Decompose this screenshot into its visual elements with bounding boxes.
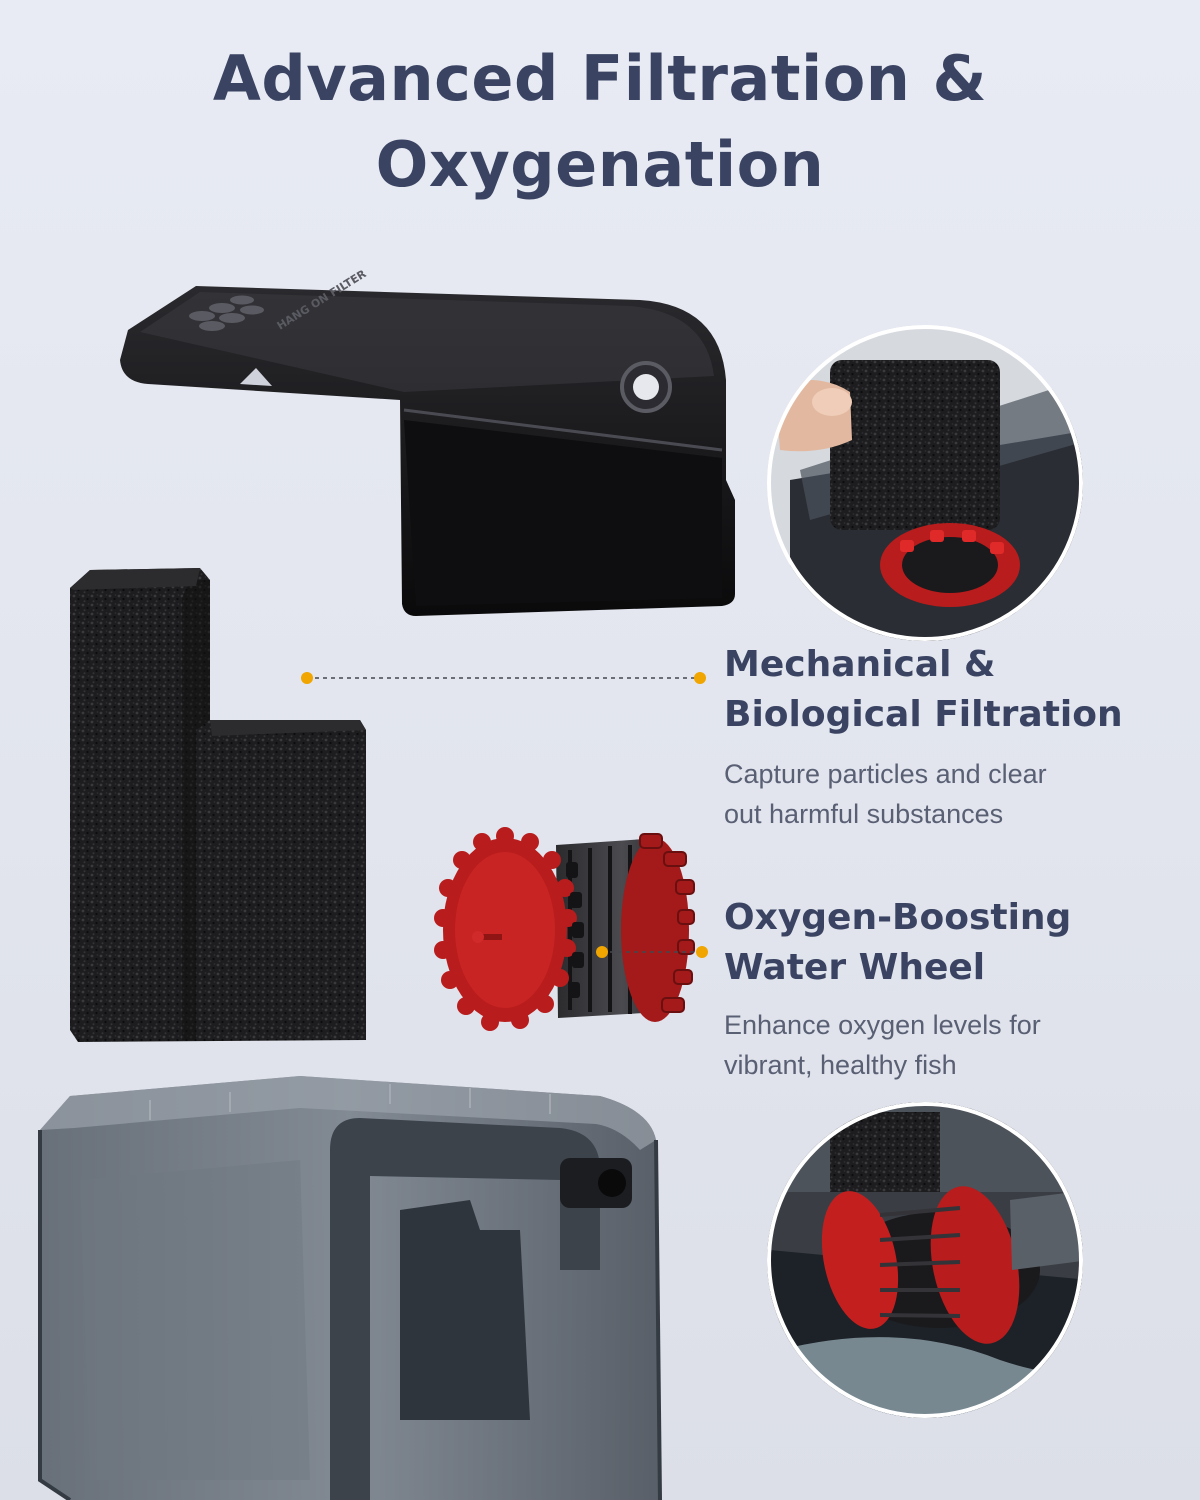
feature-desc-line: vibrant, healthy fish	[724, 1050, 957, 1080]
filter-lid-image: HANG ON FILTER	[120, 267, 735, 616]
page-headline: Advanced Filtration & Oxygenation	[0, 36, 1200, 208]
callout-connector-1	[301, 672, 706, 684]
wheel-detail-photo	[767, 1102, 1083, 1418]
feature-title-line: Oxygen-Boosting	[724, 897, 1072, 938]
foam-sponge-image	[70, 568, 366, 1042]
headline-line-2: Oxygenation	[375, 128, 825, 201]
callout-dot	[301, 672, 313, 684]
feature-desc-line: out harmful substances	[724, 799, 1004, 829]
callout-dot	[696, 946, 708, 958]
feature-filtration-description: Capture particles and clear out harmful …	[724, 754, 1047, 834]
filter-housing-image	[38, 1076, 662, 1500]
water-wheel-image	[434, 827, 695, 1031]
feature-title-line: Biological Filtration	[724, 694, 1123, 735]
headline-line-1: Advanced Filtration &	[212, 42, 988, 115]
sponge-detail-photo	[767, 325, 1083, 641]
feature-desc-line: Capture particles and clear	[724, 759, 1047, 789]
feature-water-wheel-title: Oxygen-Boosting Water Wheel	[724, 893, 1071, 993]
feature-water-wheel-description: Enhance oxygen levels for vibrant, healt…	[724, 1005, 1041, 1085]
callout-dot	[694, 672, 706, 684]
feature-desc-line: Enhance oxygen levels for	[724, 1010, 1041, 1040]
callout-connector-2	[596, 946, 708, 958]
feature-title-line: Water Wheel	[724, 947, 986, 988]
feature-filtration-title: Mechanical & Biological Filtration	[724, 640, 1123, 740]
feature-title-line: Mechanical &	[724, 644, 996, 685]
callout-dot	[596, 946, 608, 958]
